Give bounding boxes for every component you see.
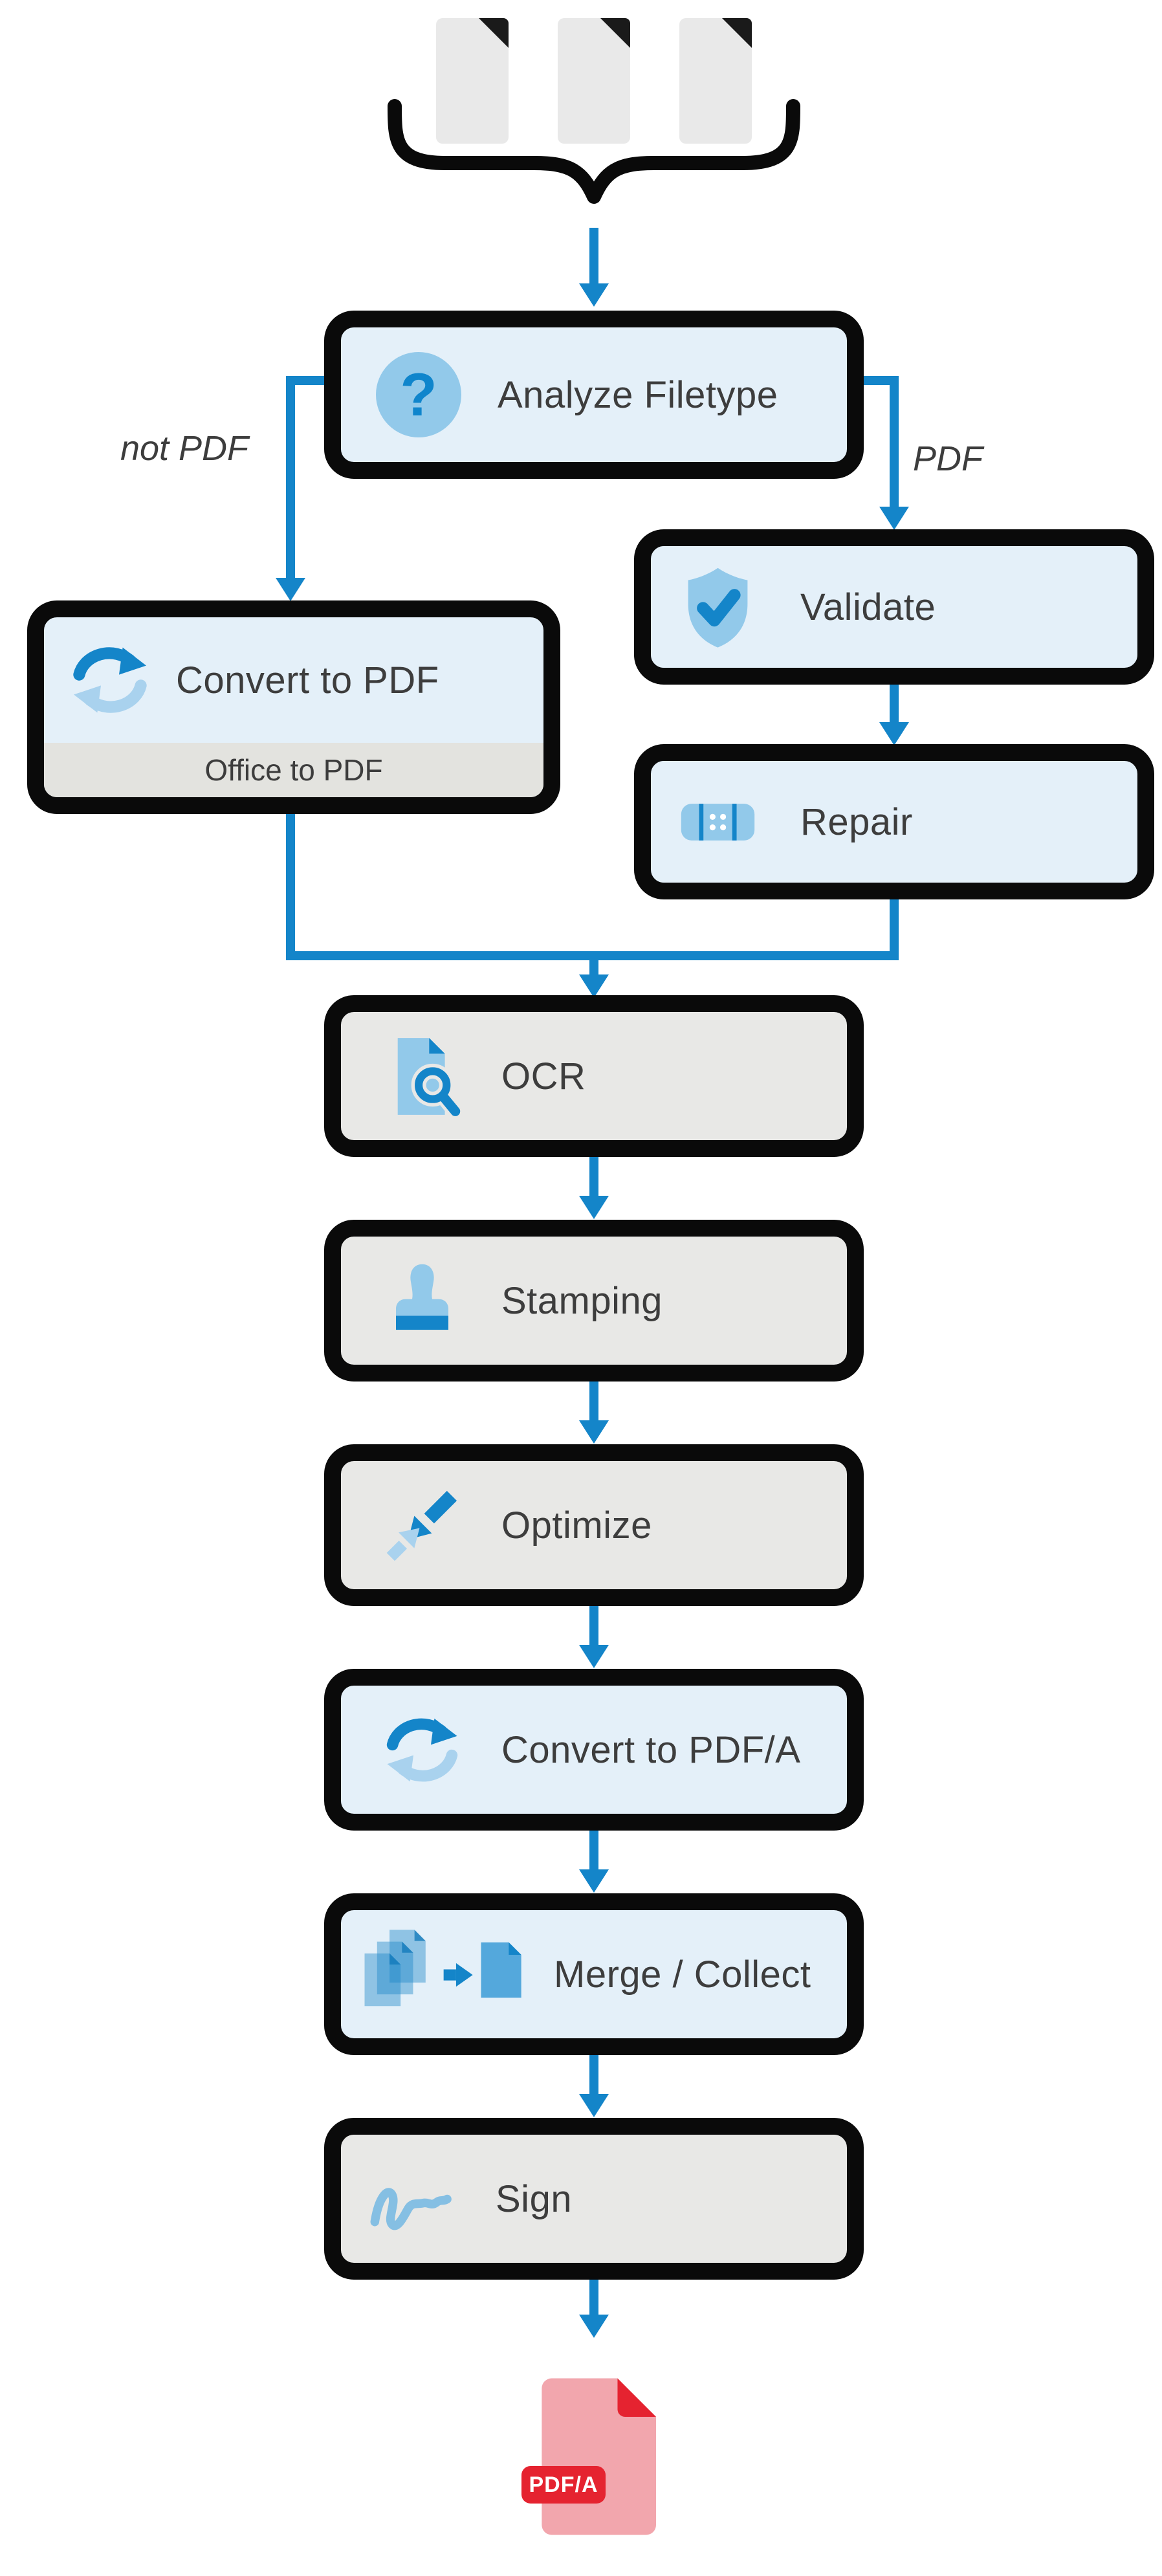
- arrowhead-icon: [276, 578, 305, 601]
- node-label: Merge / Collect: [554, 1953, 811, 1996]
- node-label: Convert to PDF/A: [501, 1728, 801, 1771]
- pdfa-badge: PDF/A: [521, 2466, 606, 2504]
- connector-repair-junction: [890, 899, 899, 960]
- node-label: Stamping: [501, 1279, 663, 1322]
- connector-analyze-convert: [286, 376, 329, 385]
- node-sublabel: Office to PDF: [204, 753, 383, 787]
- connector-optimize-pdfa: [589, 1606, 598, 1646]
- node-analyze-filetype: ? Analyze Filetype: [324, 311, 864, 479]
- compress-arrows-icon: [378, 1482, 466, 1569]
- folded-corner-icon: [600, 18, 630, 48]
- node-repair: Repair: [634, 744, 1154, 899]
- merge-documents-icon: [356, 1926, 528, 2023]
- connector-junction-line: [286, 951, 899, 960]
- arrowhead-icon: [579, 1196, 609, 1219]
- connector-ocr-stamping: [589, 1157, 598, 1197]
- connector-stamping-optimize: [589, 1382, 598, 1422]
- input-document-icon: [436, 18, 509, 144]
- arrowhead-icon: [579, 283, 609, 307]
- node-label: Convert to PDF: [176, 659, 439, 701]
- connector-analyze-convert: [286, 376, 295, 579]
- document-search-icon: [378, 1033, 466, 1120]
- sync-icon: [65, 635, 155, 725]
- node-ocr: OCR: [324, 995, 864, 1157]
- node-label: Repair: [800, 800, 913, 843]
- question-icon: ?: [376, 352, 461, 437]
- connector-merge-sign: [589, 2055, 598, 2095]
- pdfa-file-icon: PDF/A: [521, 2378, 656, 2535]
- node-sign: Sign: [324, 2118, 864, 2280]
- bandage-icon: [674, 778, 762, 866]
- arrowhead-icon: [579, 1869, 609, 1893]
- node-label: Optimize: [501, 1504, 652, 1547]
- shield-check-icon: [674, 564, 762, 651]
- arrowhead-icon: [879, 507, 909, 530]
- connector-analyze-validate: [890, 376, 899, 508]
- node-label: Sign: [496, 2177, 573, 2220]
- folded-corner-icon: [722, 18, 752, 48]
- node-validate: Validate: [634, 529, 1154, 685]
- connector-sign-output: [589, 2280, 598, 2316]
- arrowhead-icon: [579, 974, 609, 998]
- arrowhead-icon: [579, 1420, 609, 1444]
- arrowhead-icon: [879, 722, 909, 745]
- node-label: Analyze Filetype: [498, 373, 778, 416]
- node-label: OCR: [501, 1055, 586, 1097]
- arrowhead-icon: [579, 2315, 609, 2338]
- sync-icon: [378, 1706, 466, 1794]
- node-stamping: Stamping: [324, 1220, 864, 1382]
- connector-validate-repair: [890, 685, 899, 723]
- branch-label-not-pdf: not PDF: [120, 429, 249, 468]
- curly-brace-icon: [388, 99, 800, 204]
- stamp-icon: [378, 1257, 466, 1345]
- connector-pdfa-merge: [589, 1831, 598, 1871]
- connector-input-analyze: [589, 228, 598, 285]
- input-document-icon: [558, 18, 630, 144]
- folded-corner-icon: [479, 18, 509, 48]
- node-merge-collect: Merge / Collect: [324, 1893, 864, 2055]
- node-convert-to-pdf: Convert to PDF Office to PDF: [27, 600, 560, 814]
- node-label: Validate: [800, 586, 936, 628]
- branch-label-pdf: PDF: [913, 439, 983, 478]
- arrowhead-icon: [579, 2094, 609, 2117]
- arrowhead-icon: [579, 1645, 609, 1668]
- signature-icon: [369, 2165, 463, 2233]
- connector-convert-junction: [286, 814, 295, 960]
- connector-analyze-validate: [861, 376, 899, 385]
- connector-junction-ocr: [589, 960, 598, 976]
- node-convert-to-pdfa: Convert to PDF/A: [324, 1669, 864, 1831]
- input-document-icon: [679, 18, 752, 144]
- node-optimize: Optimize: [324, 1444, 864, 1606]
